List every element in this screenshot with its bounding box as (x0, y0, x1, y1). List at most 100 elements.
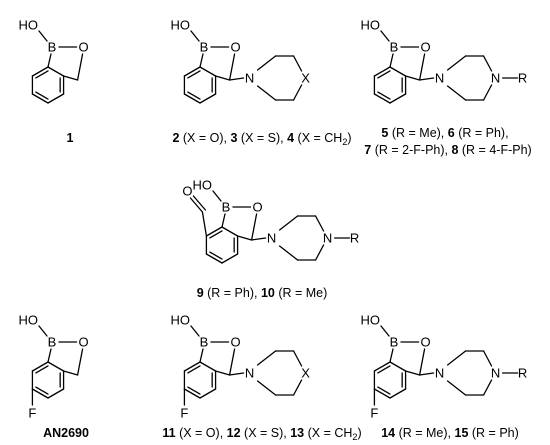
benzene-inner-bond (377, 386, 391, 395)
aldehyde-oxygen: O (182, 184, 192, 199)
ring-bond (389, 348, 394, 363)
c-cho-bond (201, 211, 208, 237)
nitrogen-atom: N (491, 366, 500, 381)
oxygen-atom: O (231, 40, 241, 55)
nitrogen-atom: N (245, 366, 254, 381)
amine-ring-bond (482, 350, 493, 367)
c-n-bond (418, 372, 435, 376)
benzene-bond (47, 361, 65, 372)
benzene-bond (183, 66, 201, 77)
amine-ring-bond (278, 215, 299, 231)
benzene-bond (373, 66, 391, 77)
benzene-bond (47, 66, 65, 77)
fluorine-atom: F (180, 406, 188, 421)
benzene-inner-bond (35, 70, 49, 79)
benzene-inner-bond (187, 365, 201, 374)
benzene-inner-bond (35, 386, 49, 395)
oxygen-atom: O (253, 200, 263, 215)
b-oh-bond (380, 325, 390, 337)
benzene-bond (373, 388, 391, 399)
benzene-bond (389, 66, 407, 77)
amine-ring-bond (292, 379, 303, 396)
benzene-inner-bond (35, 365, 49, 374)
benzene-bond (183, 361, 201, 372)
benzene-inner-bond (209, 251, 223, 260)
c-n-bond (418, 77, 435, 81)
amine-ring-bond (256, 55, 277, 71)
nitrogen-atom: N (267, 231, 276, 246)
nitrogen-atom: N (323, 231, 332, 246)
ring-bond (199, 53, 204, 68)
ring-bond (214, 370, 231, 376)
hydroxyl-label: HO (361, 313, 381, 328)
benzene-bond (183, 388, 201, 399)
oxygen-atom: O (79, 335, 89, 350)
ring-bond (404, 75, 421, 81)
benzene-bond (47, 388, 65, 399)
c-n-bond (228, 372, 245, 376)
b-oh-bond (212, 190, 222, 202)
ring-bond (228, 53, 236, 81)
benzene-inner-bond (187, 70, 201, 79)
caption-compounds-7-8: 7 (R = 2-F-Ph), 8 (R = 4-F-Ph) (364, 143, 531, 157)
amine-ring-bond (292, 55, 303, 72)
benzene-bond (31, 66, 49, 77)
boron-atom: B (222, 200, 231, 215)
benzene-inner-bond (35, 91, 49, 100)
b-oh-bond (38, 325, 48, 337)
benzene-bond (389, 361, 407, 372)
benzene-inner-bond (187, 386, 201, 395)
b-oh-bond (190, 30, 200, 42)
substituent-r: R (518, 71, 527, 86)
c-n-bond (250, 237, 267, 241)
ring-bond (199, 348, 204, 363)
caption-compound-1: 1 (67, 131, 74, 145)
benzene-bond (199, 361, 217, 372)
ring-bond (76, 53, 84, 81)
hydroxyl-label: HO (171, 18, 191, 33)
ring-bond (389, 53, 394, 68)
oxygen-atom: O (79, 40, 89, 55)
oxygen-atom: O (421, 335, 431, 350)
hydroxyl-label: HO (19, 313, 39, 328)
ring-bond (76, 348, 84, 376)
boron-atom: B (390, 335, 399, 350)
ring-bond (62, 75, 79, 81)
amine-ring-bond (314, 244, 325, 261)
ring-bond (250, 213, 258, 241)
b-oh-bond (190, 325, 200, 337)
hydroxyl-label: HO (171, 313, 191, 328)
oxygen-atom: O (231, 335, 241, 350)
benzene-bond (373, 361, 391, 372)
c-n-bond (228, 77, 245, 81)
oxygen-atom: O (421, 40, 431, 55)
benzene-inner-bond (209, 230, 223, 239)
amine-ring-bond (292, 84, 303, 101)
heteroatom-x: X (301, 71, 310, 86)
nitrogen-atom: N (491, 71, 500, 86)
ring-bond (404, 370, 421, 376)
benzene-bond (31, 388, 49, 399)
amine-ring-bond (446, 350, 467, 366)
amine-ring-bond (446, 380, 467, 396)
boron-atom: B (200, 335, 209, 350)
benzene-bond (183, 93, 201, 104)
benzene-inner-bond (377, 91, 391, 100)
benzene-inner-bond (377, 70, 391, 79)
amine-ring-bond (292, 350, 303, 367)
b-oh-bond (380, 30, 390, 42)
amine-ring-bond (482, 379, 493, 396)
benzene-bond (199, 66, 217, 77)
caption-compounds-2-4: 2 (X = O), 3 (X = S), 4 (X = CH2) (172, 131, 351, 147)
benzene-bond (205, 226, 223, 237)
nitrogen-atom: N (435, 71, 444, 86)
benzene-inner-bond (187, 91, 201, 100)
benzene-bond (389, 388, 407, 399)
boron-atom: B (48, 40, 57, 55)
hydroxyl-label: HO (361, 18, 381, 33)
c-o-double-bond (189, 197, 204, 213)
benzene-bond (47, 93, 65, 104)
caption-compounds-9-10: 9 (R = Ph), 10 (R = Me) (197, 286, 328, 300)
boron-atom: B (200, 40, 209, 55)
